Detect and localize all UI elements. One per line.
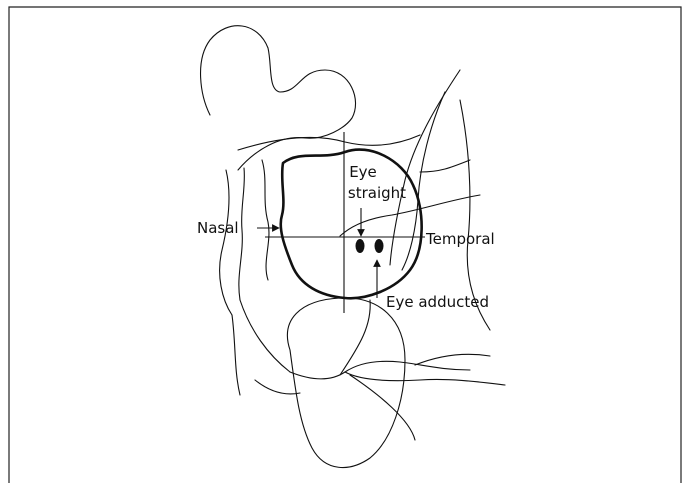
top-contour [201, 26, 356, 170]
lower-contour-3 [350, 375, 415, 440]
right-contour-3 [420, 160, 470, 172]
mouth-contour-1 [290, 361, 470, 378]
brow-contour [238, 135, 420, 150]
pupil-adducted [375, 239, 384, 253]
left-contour-4 [240, 300, 290, 372]
pupil-straight [356, 239, 365, 253]
left-contour-5 [232, 315, 240, 395]
left-contour-3 [262, 160, 269, 280]
label-temporal: Temporal [425, 230, 495, 248]
chin-oval [287, 298, 405, 468]
left-contour-6 [255, 380, 300, 394]
left-contour-2 [239, 168, 245, 300]
label-nasal: Nasal [197, 219, 239, 237]
label-eye-adducted: Eye adducted [386, 293, 489, 311]
mouth-contour-2 [345, 372, 505, 385]
label-eye-straight-line1: Eye [349, 163, 377, 181]
lower-contour-2 [415, 354, 490, 365]
left-contour-1 [220, 170, 232, 315]
label-eye-straight-line2: straight [348, 184, 406, 202]
